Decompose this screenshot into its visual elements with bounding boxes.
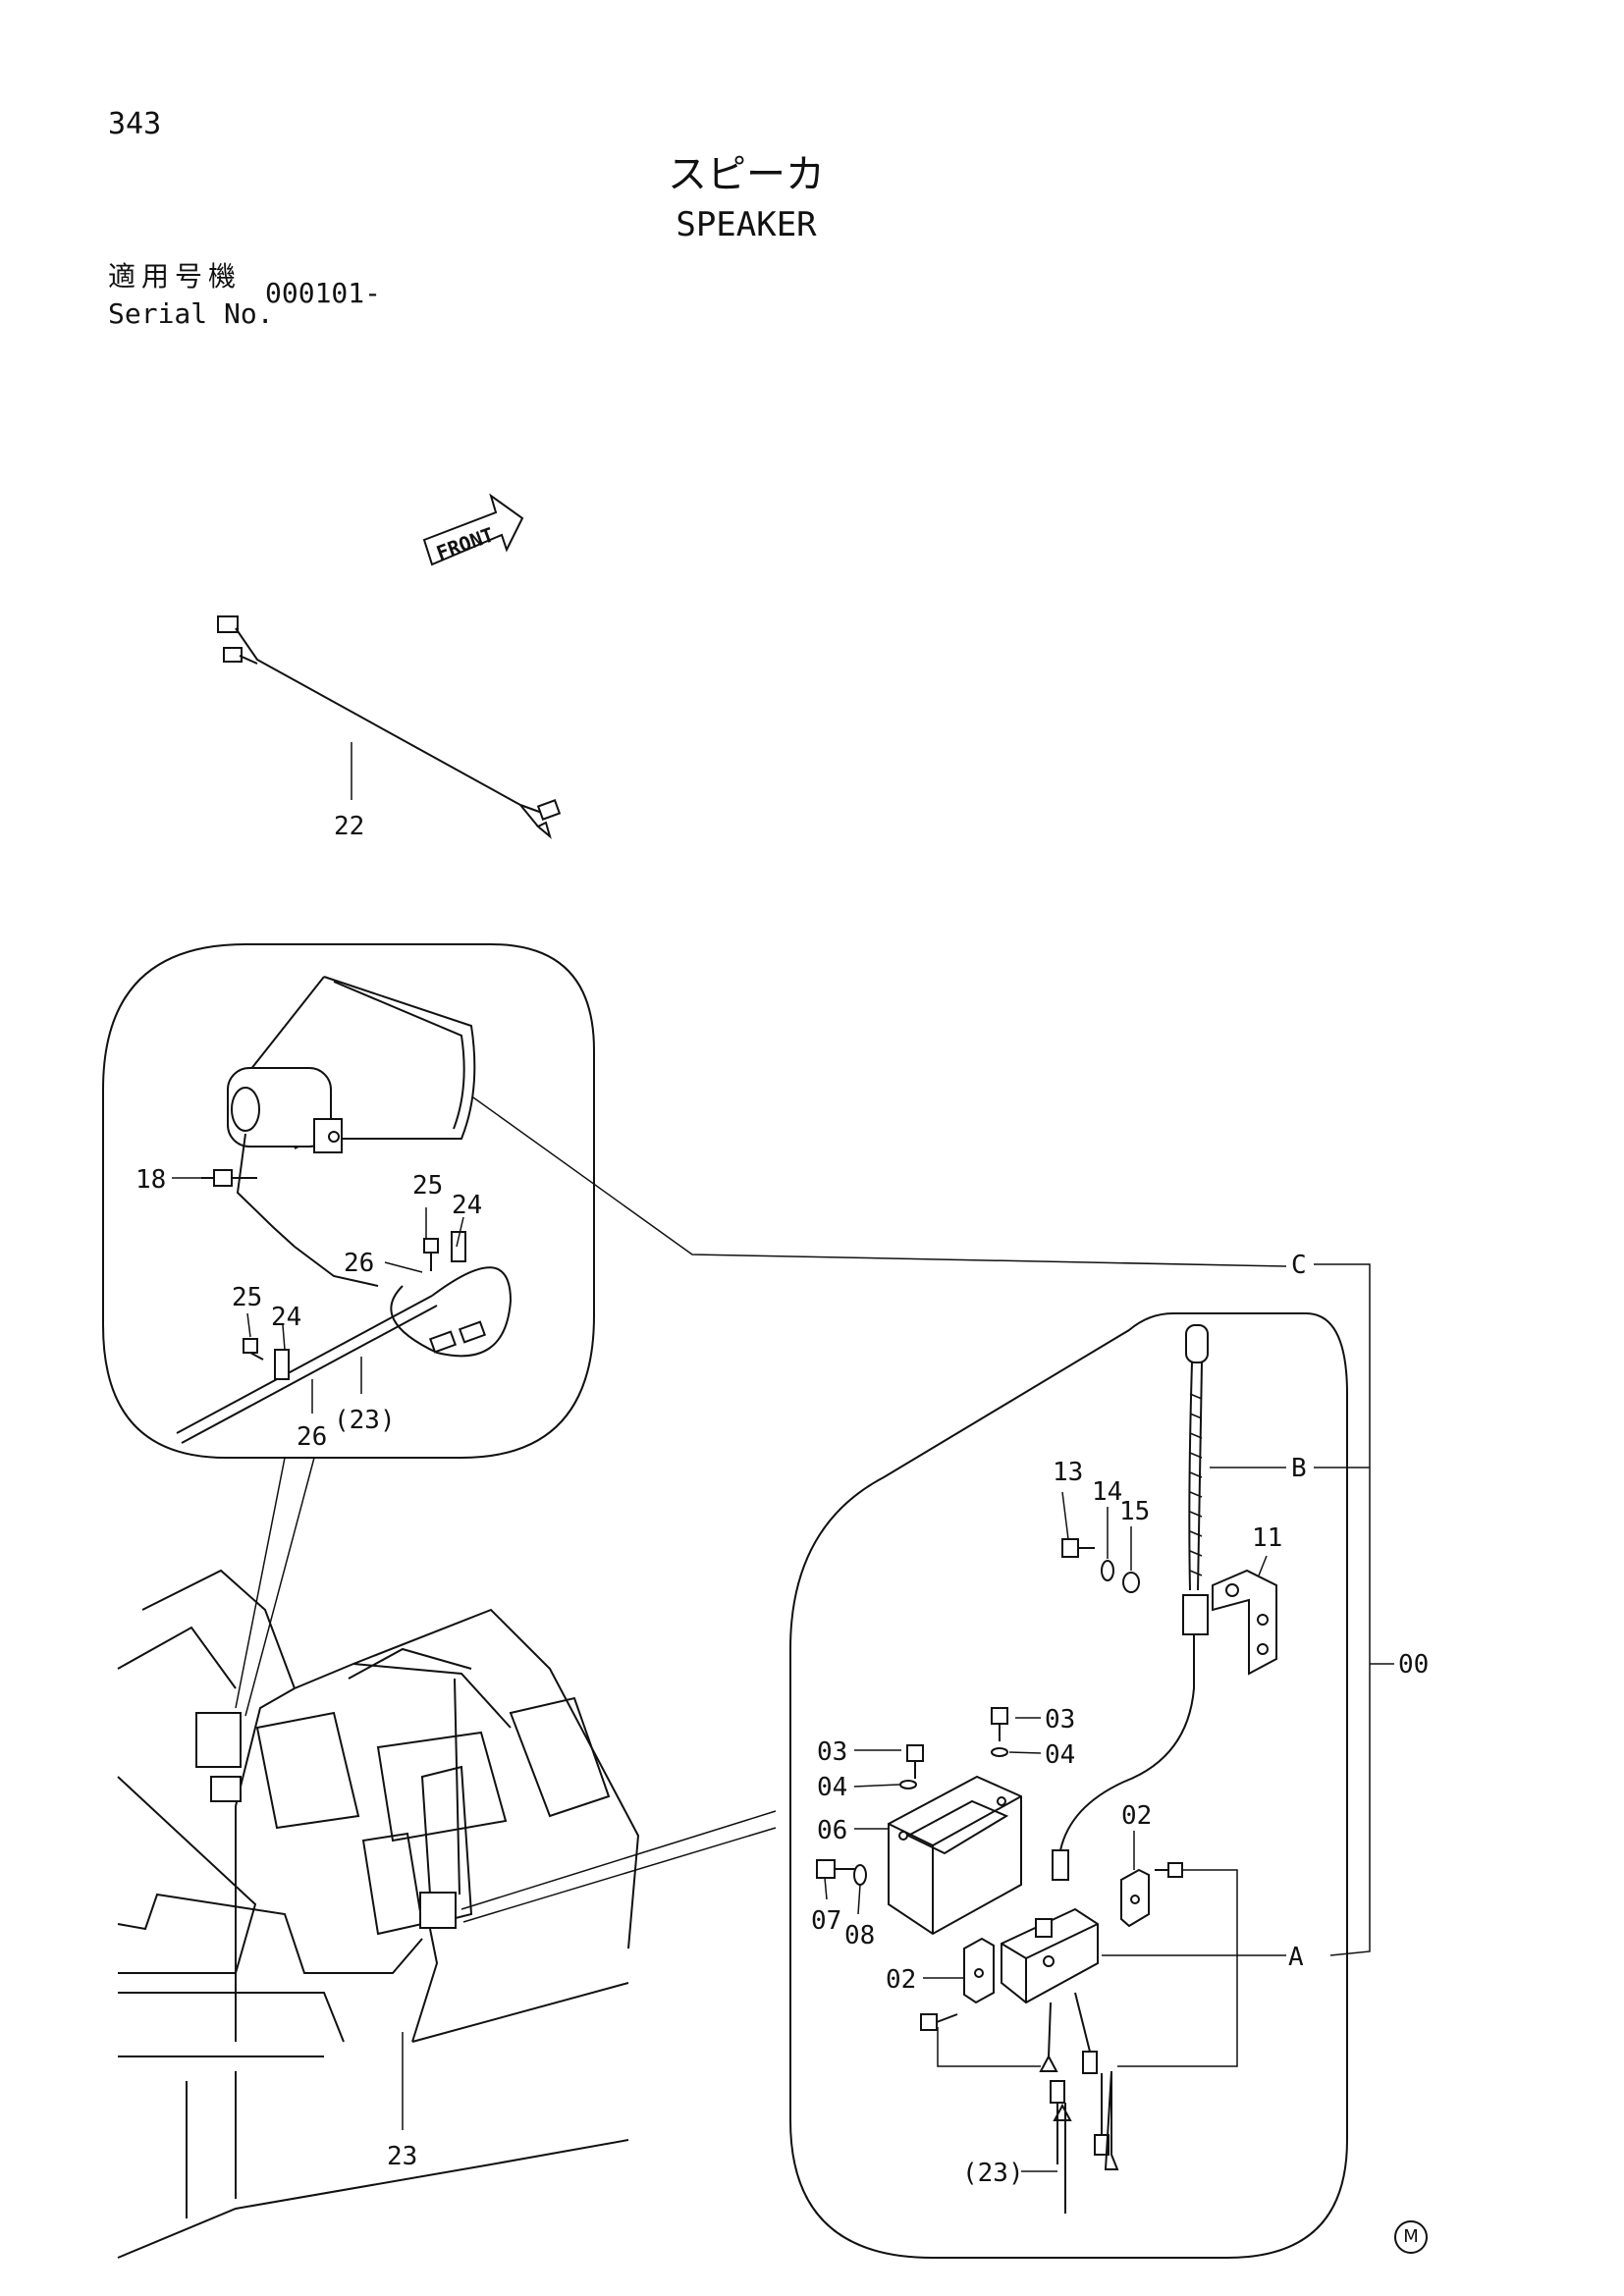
bracket-11 xyxy=(1212,1569,1277,1676)
manufacturer-mark-icon: M xyxy=(1394,2220,1428,2254)
callout-24-upper: 24 xyxy=(452,1191,482,1220)
speaker-detail-frame xyxy=(102,943,595,1459)
wire-harness-22: 22 xyxy=(217,615,562,841)
group-b-label: B xyxy=(1291,1454,1307,1483)
bolt-25-upper xyxy=(423,1238,439,1271)
callout-26-upper: 26 xyxy=(344,1249,374,1278)
bracket-02-b xyxy=(963,1937,995,2004)
callout-08: 08 xyxy=(844,1921,875,1950)
callout-24-lower: 24 xyxy=(271,1303,301,1332)
group-a-label: A xyxy=(1288,1943,1304,1972)
serial-number-value: 000101- xyxy=(265,277,382,309)
bracket-02-a xyxy=(1120,1868,1150,1928)
serial-label-japanese: 適用号機 xyxy=(108,260,243,293)
front-arrow-icon: FRONT xyxy=(422,493,524,566)
callout-23-lower-detail: (23) xyxy=(962,2159,1024,2188)
machine-cab xyxy=(117,1569,640,2259)
group-00-label: 00 xyxy=(1398,1650,1429,1680)
speaker-horn xyxy=(227,976,476,1287)
bolt-18 xyxy=(201,1169,257,1187)
callout-13: 13 xyxy=(1053,1458,1083,1487)
page-number: 343 xyxy=(108,107,162,141)
radio-antenna-detail-frame xyxy=(789,1312,1348,2259)
front-label: FRONT xyxy=(433,522,497,564)
callout-23-detail: (23) xyxy=(334,1406,396,1435)
callout-02-lower: 02 xyxy=(886,1965,916,1995)
callout-23: 23 xyxy=(387,2142,417,2171)
callout-03-right: 03 xyxy=(1045,1705,1075,1735)
bracket-06 xyxy=(888,1775,1022,1936)
radio-unit xyxy=(1001,1907,1099,2074)
callout-22: 22 xyxy=(334,812,364,841)
callout-03-left: 03 xyxy=(817,1737,847,1767)
page-title-japanese: スピーカ xyxy=(668,152,825,197)
callout-04-right: 04 xyxy=(1045,1740,1075,1770)
callout-26-lower: 26 xyxy=(297,1422,327,1452)
harness-23-connector xyxy=(1050,2070,1119,2214)
callout-25-lower: 25 xyxy=(232,1283,262,1312)
callout-07: 07 xyxy=(811,1906,841,1936)
harness-23-detail xyxy=(176,1231,513,1444)
serial-label-english: Serial No. xyxy=(108,297,274,330)
callout-15: 15 xyxy=(1119,1497,1150,1526)
callout-25-upper: 25 xyxy=(412,1171,443,1201)
callout-18: 18 xyxy=(135,1165,166,1195)
group-c-label: C xyxy=(1291,1251,1307,1280)
callout-06: 06 xyxy=(817,1816,847,1845)
fasteners-13-14-15 xyxy=(1061,1538,1140,1593)
antenna xyxy=(1052,1324,1209,1881)
bolts-03-07 xyxy=(816,1707,1183,2031)
bolt-25-lower xyxy=(243,1338,264,1361)
callout-02-upper: 02 xyxy=(1121,1801,1152,1831)
callout-11: 11 xyxy=(1252,1523,1282,1553)
page-title-english: SPEAKER xyxy=(676,205,817,244)
callout-04-left: 04 xyxy=(817,1773,847,1802)
callout-14: 14 xyxy=(1092,1477,1122,1507)
